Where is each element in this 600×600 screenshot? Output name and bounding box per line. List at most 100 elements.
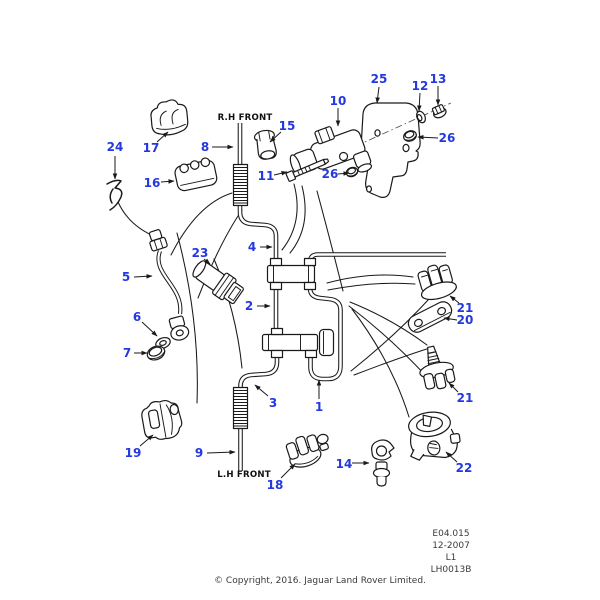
nut-7 [146, 345, 166, 361]
callout-number[interactable]: 23 [192, 246, 209, 260]
callout-number[interactable]: 19 [125, 446, 142, 460]
clip-17 [150, 99, 189, 136]
callout-number[interactable]: 2 [245, 299, 253, 313]
callout-11[interactable]: 11 [258, 169, 288, 183]
callout-number[interactable]: 3 [269, 396, 277, 410]
callout-number[interactable]: 16 [144, 176, 161, 190]
callout-number[interactable]: 26 [439, 131, 456, 145]
callout-number[interactable]: 1 [315, 400, 323, 414]
drawing-number: LH0013B [431, 565, 472, 575]
callout-21[interactable]: 21 [449, 295, 474, 315]
nut-13 [431, 104, 447, 119]
callout-number[interactable]: 24 [107, 140, 124, 154]
callout-leader [156, 131, 169, 143]
callout-2[interactable]: 2 [245, 299, 271, 313]
callout-leader [375, 86, 380, 104]
callout-12[interactable]: 12 [412, 79, 429, 112]
callout-leader [273, 171, 288, 176]
spring-clip-24 [106, 179, 123, 211]
callout-leader [254, 384, 269, 397]
callout-number[interactable]: 4 [248, 240, 256, 254]
copyright-notice: © Copyright, 2016. Jaguar Land Rover Lim… [214, 576, 426, 586]
callout-17[interactable]: 17 [143, 131, 169, 155]
callout-number[interactable]: 21 [457, 391, 474, 405]
nut-26-right [403, 130, 417, 142]
callout-number[interactable]: 15 [279, 119, 296, 133]
callout-number[interactable]: 12 [412, 79, 429, 93]
callout-number[interactable]: 10 [330, 94, 347, 108]
clip-21-upper [417, 264, 457, 301]
clip-16 [174, 157, 218, 192]
callout-3[interactable]: 3 [254, 384, 277, 410]
date-code: 12-2007 [432, 541, 470, 551]
junction-lower [261, 327, 335, 359]
bolt-11 [285, 158, 330, 182]
callout-leader [206, 449, 236, 455]
callout-leader [280, 463, 296, 479]
callout-21[interactable]: 21 [448, 382, 474, 405]
callout-number[interactable]: 17 [143, 141, 160, 155]
callout-leader [449, 295, 460, 304]
rh-front-label: R.H FRONT [218, 113, 273, 123]
callout-20[interactable]: 20 [443, 313, 474, 327]
washer-12 [416, 110, 426, 124]
callout-number[interactable]: 9 [195, 446, 203, 460]
callout-leader [448, 382, 459, 393]
junction-upper [266, 257, 317, 291]
locator-arcs [117, 183, 434, 418]
clip-15 [253, 129, 277, 160]
callout-10[interactable]: 10 [330, 94, 347, 127]
callout-13[interactable]: 13 [430, 72, 447, 106]
callout-22[interactable]: 22 [445, 451, 473, 475]
callout-26[interactable]: 26 [322, 167, 350, 181]
callout-number[interactable]: 18 [267, 478, 284, 492]
coil-rh [232, 163, 249, 207]
callout-9[interactable]: 9 [195, 446, 236, 460]
callout-number[interactable]: 20 [457, 313, 474, 327]
figure-code: E04.015 [432, 529, 469, 539]
callout-number[interactable]: 14 [336, 457, 353, 471]
callout-leader [139, 434, 154, 447]
clip-14 [371, 439, 395, 487]
callout-number[interactable]: 13 [430, 72, 447, 86]
callout-8[interactable]: 8 [201, 140, 234, 154]
callout-leader [337, 171, 350, 176]
callout-leader [203, 258, 211, 265]
callout-15[interactable]: 15 [269, 119, 296, 143]
callout-number[interactable]: 8 [201, 140, 209, 154]
grommet-22 [408, 411, 461, 461]
coil-lh [232, 386, 249, 430]
callout-24[interactable]: 24 [107, 140, 124, 180]
callout-4[interactable]: 4 [248, 240, 273, 254]
callout-25[interactable]: 25 [371, 72, 388, 104]
pressure-switch-23 [192, 260, 244, 305]
callout-16[interactable]: 16 [144, 176, 175, 190]
strap-bracket-20 [407, 301, 453, 333]
callout-26[interactable]: 26 [417, 131, 456, 145]
callout-number[interactable]: 25 [371, 72, 388, 86]
callout-number[interactable]: 7 [123, 346, 131, 360]
callout-23[interactable]: 23 [192, 246, 211, 265]
callout-6[interactable]: 6 [133, 310, 158, 337]
clip-18 [285, 433, 329, 468]
callout-5[interactable]: 5 [122, 270, 153, 284]
callout-leader [133, 274, 153, 279]
mounting-bracket-25 [360, 102, 421, 198]
callout-1[interactable]: 1 [315, 379, 323, 414]
callout-7[interactable]: 7 [123, 346, 148, 360]
callout-19[interactable]: 19 [125, 434, 154, 460]
callout-leader [269, 131, 282, 143]
callout-number[interactable]: 22 [456, 461, 473, 475]
hose-5 [148, 229, 190, 341]
callout-number[interactable]: 11 [258, 169, 275, 183]
callout-number[interactable]: 26 [322, 167, 339, 181]
callout-14[interactable]: 14 [336, 457, 370, 471]
callout-number[interactable]: 5 [122, 270, 130, 284]
callout-number[interactable]: 21 [457, 301, 474, 315]
callout-number[interactable]: 6 [133, 310, 141, 324]
callout-leader [417, 134, 439, 140]
callout-18[interactable]: 18 [267, 463, 296, 492]
